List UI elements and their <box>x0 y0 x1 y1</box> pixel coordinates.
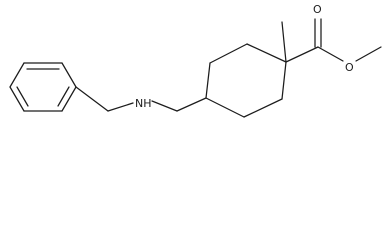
methyl-ester-group: O O <box>285 3 382 74</box>
benzene-ring <box>9 62 77 112</box>
bond <box>176 97 207 112</box>
bond <box>9 86 25 112</box>
bond <box>107 102 134 112</box>
bond <box>243 98 283 118</box>
bond <box>246 43 287 63</box>
bond <box>281 21 287 63</box>
bond <box>285 46 319 63</box>
bond <box>9 62 25 88</box>
bond <box>355 46 382 62</box>
methyl-group <box>281 21 287 63</box>
bond <box>151 100 178 112</box>
structure-diagram: NH O O <box>9 3 382 118</box>
double-bond-inner <box>16 86 29 107</box>
bond <box>61 62 77 88</box>
ester-oxygen-label: O <box>345 61 354 74</box>
bond <box>75 86 109 112</box>
double-bond-inner <box>57 86 70 107</box>
cyclohexane-ring <box>205 43 287 118</box>
bond <box>209 43 248 64</box>
bond <box>317 46 344 62</box>
bond <box>61 86 77 112</box>
carbonyl-oxygen-label: O <box>313 3 322 16</box>
benzylamine-linker: NH <box>75 86 207 112</box>
bond <box>205 97 245 118</box>
bond <box>281 61 287 100</box>
amine-label: NH <box>135 97 152 110</box>
bond <box>205 62 211 99</box>
